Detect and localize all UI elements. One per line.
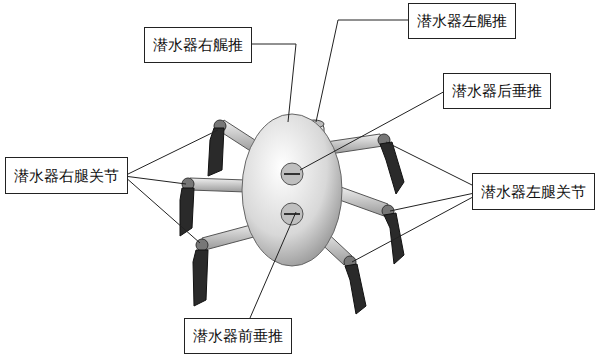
vertical-thruster [281, 163, 303, 225]
callout-box: 潜水器左腿关节 [472, 173, 595, 210]
vehicle-body [242, 114, 342, 266]
callout-label: 潜水器左艉推 [417, 12, 507, 30]
callout-box: 潜水器右艉推 [144, 27, 252, 63]
callout-box: 潜水器前垂推 [184, 318, 292, 354]
callout-label: 潜水器右腿关节 [14, 167, 119, 185]
callout-box: 潜水器后垂推 [443, 73, 551, 109]
leader-line [124, 20, 484, 318]
callout-label: 潜水器后垂推 [452, 82, 542, 100]
callout-label: 潜水器右艉推 [153, 36, 243, 54]
callout-box: 潜水器右腿关节 [5, 157, 128, 194]
callout-label: 潜水器左腿关节 [481, 183, 586, 201]
callout-box: 潜水器左艉推 [408, 3, 516, 39]
callout-label: 潜水器前垂推 [193, 327, 283, 345]
